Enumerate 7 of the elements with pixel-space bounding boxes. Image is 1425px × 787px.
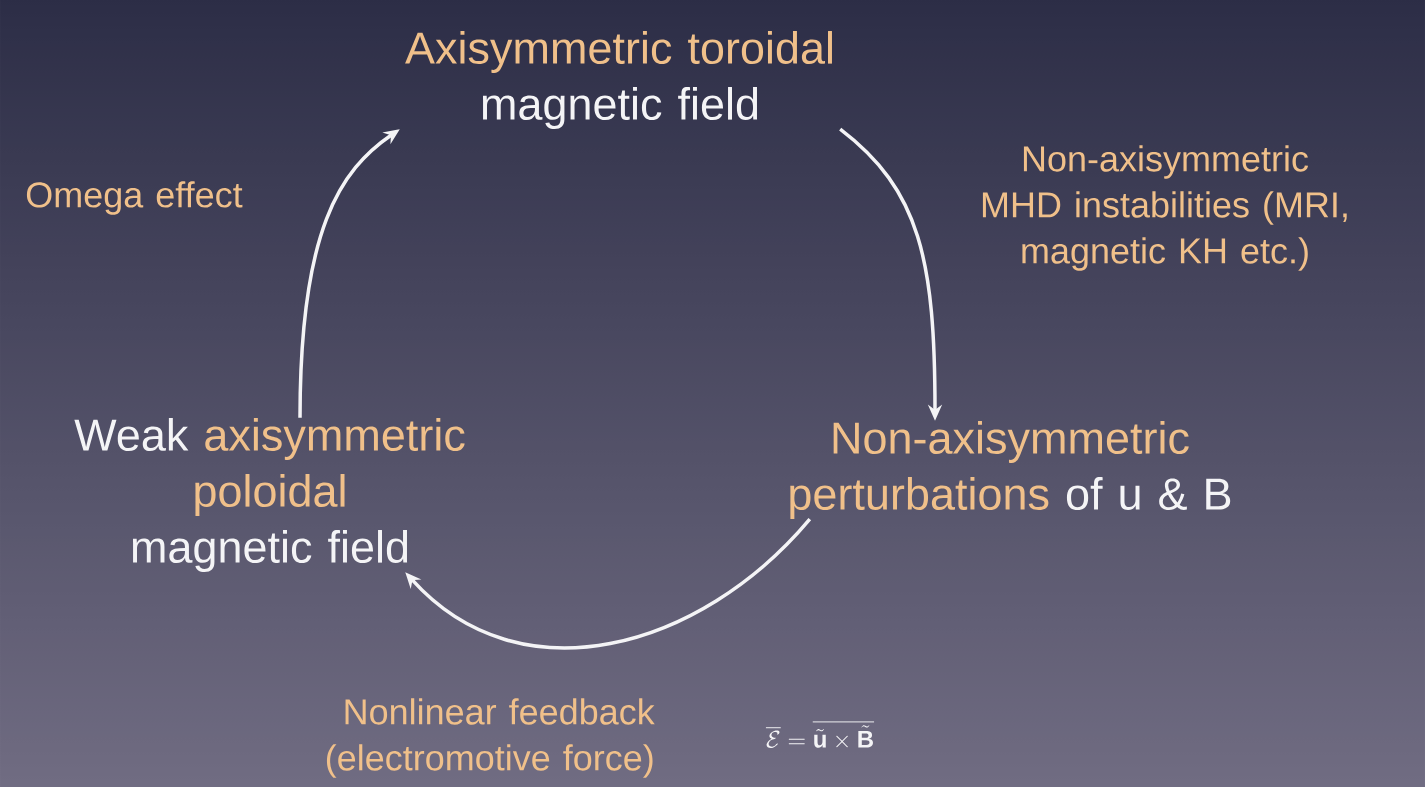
edge-label: Omega effect (26, 181, 243, 215)
node-text: Weak axisymmetric poloidal magnetic field (74, 418, 465, 572)
edge-label: Nonlinear feedback (electromotive force) (326, 698, 655, 778)
node-text: Axisymmetric toroidal magnetic field (405, 31, 832, 129)
node-text: Non-axisymmetric perturbations of u & B (790, 421, 1231, 519)
edge-label: Non-axisymmetric MHD instabilities (MRI, magnetic KH etc.) (982, 145, 1347, 271)
formula: $\overline{\mathcal{E}} = \overline{\tilde{\mathbf{u}} \times \tilde{\mathbf{B}}}$ (765, 721, 875, 748)
